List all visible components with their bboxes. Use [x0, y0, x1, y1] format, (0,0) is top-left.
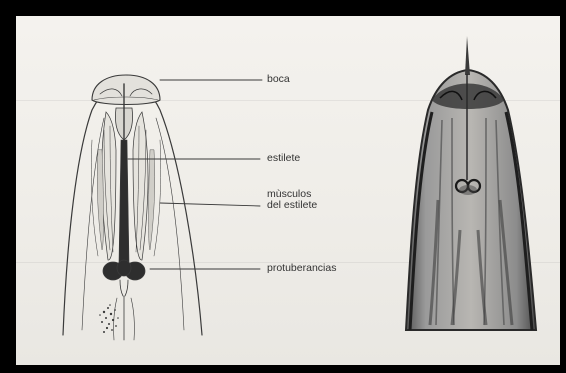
- nematode-photo: [406, 36, 536, 330]
- nematode-drawing: [63, 75, 262, 340]
- photo-body: [406, 70, 536, 330]
- label-musculos-line2: del estilete: [267, 200, 317, 211]
- stylet-shaft: [119, 140, 129, 262]
- label-boca: boca: [267, 74, 290, 85]
- label-estilete: estilete: [267, 153, 300, 164]
- photo-stylet-tip: [465, 36, 470, 75]
- stylet-knobs: [103, 260, 145, 280]
- mouth-lips: [92, 75, 160, 105]
- label-musculos-del-estilete: mùsculos del estilete: [267, 189, 317, 211]
- gland-stipple: [99, 304, 119, 333]
- label-protuberancias: protuberancias: [267, 263, 336, 274]
